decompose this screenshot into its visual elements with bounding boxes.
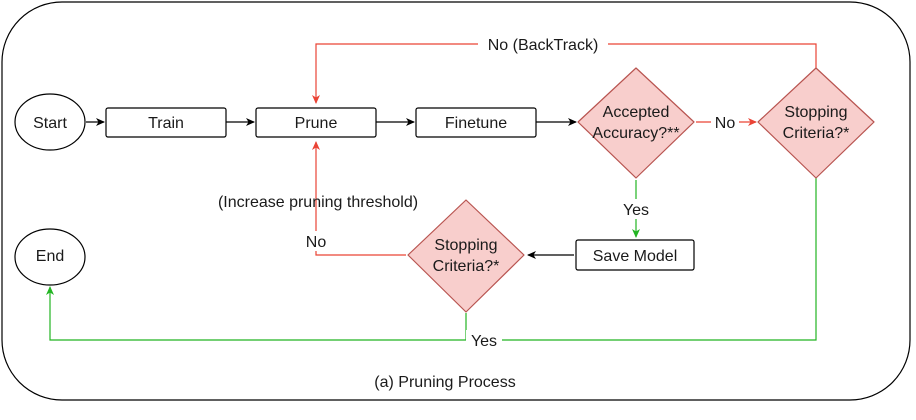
finetune-node-label: Finetune [445,115,507,132]
stopping-criteria-lower-label-line1: Stopping [434,237,497,254]
edge-lower-yes [46,286,467,341]
stopping-criteria-right-decision: Stopping Criteria?* [757,67,875,179]
end-node: End [14,228,86,286]
start-node: Start [14,93,86,151]
diagram-caption: (a) Pruning Process [374,374,515,391]
lower-no-label: No [306,234,327,251]
save-model-node: Save Model [575,239,695,271]
prune-node: Prune [255,107,377,138]
edge-lower-no [312,141,406,256]
train-node: Train [105,107,227,138]
start-node-label: Start [33,115,67,132]
diagram-frame [1,1,911,401]
stopping-criteria-lower-label-line2: Criteria?* [433,258,500,275]
stopping-criteria-right-label-line1: Stopping [784,104,847,121]
prune-node-label: Prune [295,115,338,132]
increase-threshold-label: (Increase pruning threshold) [218,194,418,211]
accepted-accuracy-decision: Accepted Accuracy?** [577,67,695,179]
end-node-label: End [36,248,64,265]
accuracy-yes-label: Yes [623,202,649,219]
backtrack-label: No (BackTrack) [488,37,599,54]
stopping-criteria-right-label-line2: Criteria?* [783,125,850,142]
finetune-node: Finetune [415,107,537,138]
save-model-node-label: Save Model [593,248,678,265]
bottom-yes-label: Yes [471,333,497,350]
accepted-accuracy-label-line2: Accuracy?** [592,125,679,142]
train-node-label: Train [148,115,184,132]
accepted-accuracy-label-line1: Accepted [603,104,670,121]
stopping-criteria-lower-decision: Stopping Criteria?* [407,199,525,313]
accuracy-no-label: No [715,115,736,132]
edge-right-yes [466,178,817,341]
